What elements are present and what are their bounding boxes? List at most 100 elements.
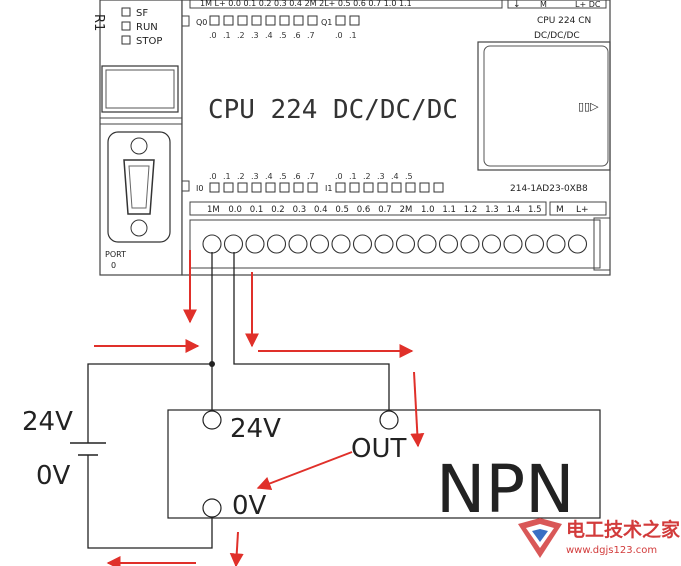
i0-bit-4-label: .4	[265, 172, 273, 181]
port-number: 0	[111, 261, 116, 270]
i1-led-7-icon	[433, 182, 444, 193]
sensor-type-label: NPN	[436, 451, 575, 528]
q0-bit-1-label: .1	[223, 31, 231, 40]
q0-bit-6-label: .6	[293, 31, 301, 40]
i1-led-2-icon	[363, 182, 374, 193]
i1-led-5-icon	[405, 182, 416, 193]
battery-icon	[70, 442, 106, 456]
bottom-terminal-label-13: 1.3	[485, 205, 499, 215]
led-run-label: RUN	[136, 22, 158, 33]
q0-bit-2-label: .2	[237, 31, 245, 40]
watermark-logo: 电工技术之家 www.dgjs123.com	[518, 518, 681, 558]
terminal-screw-2-icon	[245, 234, 265, 254]
status-leds: SF RUN STOP	[121, 7, 162, 47]
i0-bit-2-label: .2	[237, 172, 245, 181]
i0-bit-3-label: .3	[251, 172, 259, 181]
plc-model-title: CPU 224 DC/DC/DC	[208, 95, 458, 125]
watermark-url: www.dgjs123.com	[566, 545, 657, 556]
i0-bit-6-label: .6	[293, 172, 301, 181]
i0-led-0-icon	[209, 182, 220, 193]
i1-led-3-icon	[377, 182, 388, 193]
terminal-screw-15-icon	[524, 234, 545, 254]
i0-led-6-icon	[293, 182, 304, 193]
i1-led-row: .0.1.2.3.4.5	[335, 172, 444, 193]
bottom-terminal-label-8: 0.7	[378, 205, 392, 215]
q1-led-1-icon	[349, 15, 360, 26]
bottom-terminal-label-2: 0.1	[250, 205, 264, 215]
i0-led-4-icon	[265, 182, 276, 193]
bottom-terminal-label-0: 1M	[207, 205, 220, 215]
terminal-screw-4-icon	[288, 234, 308, 254]
i1-bit-4-label: .4	[391, 172, 399, 181]
led-stop-icon	[121, 35, 131, 45]
q0-led-4-icon	[265, 15, 276, 26]
wire-supply-negative	[87, 455, 213, 549]
sensor-pin-24v-label: 24V	[230, 414, 281, 444]
bottom-terminal-label-15: 1.5	[528, 205, 542, 215]
bottom-terminal-label-5: 0.4	[314, 205, 328, 215]
sensor-pin-0v-label: 0V	[232, 491, 267, 521]
q0-led-1-icon	[223, 15, 234, 26]
terminal-screw-7-icon	[352, 234, 373, 254]
bottom-terminal-label-4: 0.3	[293, 205, 307, 215]
part-number: 214-1AD23-0XB8	[510, 184, 588, 194]
q0-bit-3-label: .3	[251, 31, 259, 40]
i1-bit-2-label: .2	[363, 172, 371, 181]
q0-led-3-icon	[251, 15, 262, 26]
wire-supply-positive	[87, 363, 212, 443]
led-sf-label: SF	[136, 8, 148, 19]
wiring	[87, 252, 390, 549]
i1-bit-1-label: .1	[349, 172, 357, 181]
top-terminal-strip	[189, 0, 503, 9]
plc-side-label: R1	[91, 14, 106, 31]
led-sf-icon	[121, 7, 131, 17]
terminal-screw-1-icon	[223, 234, 244, 254]
bottom-terminal-label-11: 1.1	[442, 205, 456, 215]
i1-led-4-icon	[391, 182, 402, 193]
plc-main-body	[181, 0, 611, 276]
i0-bit-1-label: .1	[223, 172, 231, 181]
q0-bit-5-label: .5	[279, 31, 287, 40]
top-right-terminal-strip	[507, 0, 607, 9]
top-right-label-lplus: L+ DC	[575, 0, 601, 9]
supply-ground-label: 0V	[36, 461, 71, 491]
q0-bit-7-label: .7	[307, 31, 315, 40]
i0-led-1-icon	[223, 182, 234, 193]
q1-led-row: .0.1	[335, 15, 360, 40]
mode-switch-slot	[101, 65, 179, 113]
arrow-out-to-0v	[256, 451, 353, 491]
i1-label: I1	[325, 184, 332, 193]
i0-led-row: .0.1.2.3.4.5.6.7	[209, 172, 318, 193]
sensor-pin-out-label: OUT	[351, 434, 406, 464]
model-top-line: CPU 224 CN	[537, 16, 591, 26]
terminal-screw-13-icon	[481, 234, 502, 254]
bottom-terminal-label-6: 0.5	[335, 205, 349, 215]
q0-label: Q0	[196, 18, 207, 27]
watermark-logo-icon	[518, 518, 562, 558]
i0-led-5-icon	[279, 182, 290, 193]
terminal-screw-14-icon	[503, 234, 523, 254]
terminal-screw-6-icon	[331, 234, 351, 254]
q0-led-6-icon	[293, 15, 304, 26]
q0-bit-0-label: .0	[209, 31, 217, 40]
q0-bit-4-label: .4	[265, 31, 273, 40]
q0-led-row: .0 .1 .2 .3 .4 .5 .6 .7	[209, 15, 318, 40]
cartridge-arrow-icon: ▯▯▷	[578, 100, 599, 113]
current-flow-arrows	[94, 250, 425, 566]
led-run-icon	[121, 21, 131, 31]
i0-bit-0-label: .0	[209, 172, 217, 181]
terminal-screw-12-icon	[460, 234, 480, 254]
supply-voltage-label: 24V	[22, 407, 73, 437]
i0-led-3-icon	[251, 182, 262, 193]
i1-bit-3-label: .3	[377, 172, 385, 181]
i0-bit-5-label: .5	[279, 172, 287, 181]
q0-led-2-icon	[237, 15, 248, 26]
plc-module: R1 SF RUN STOP PORT 0 1M L+ 0.0	[91, 0, 611, 276]
top-right-label-m: M	[540, 0, 547, 9]
bottom-terminal-label-14: 1.4	[507, 205, 521, 215]
i1-led-0-icon	[335, 182, 346, 193]
bottom-label-strip	[189, 201, 547, 216]
